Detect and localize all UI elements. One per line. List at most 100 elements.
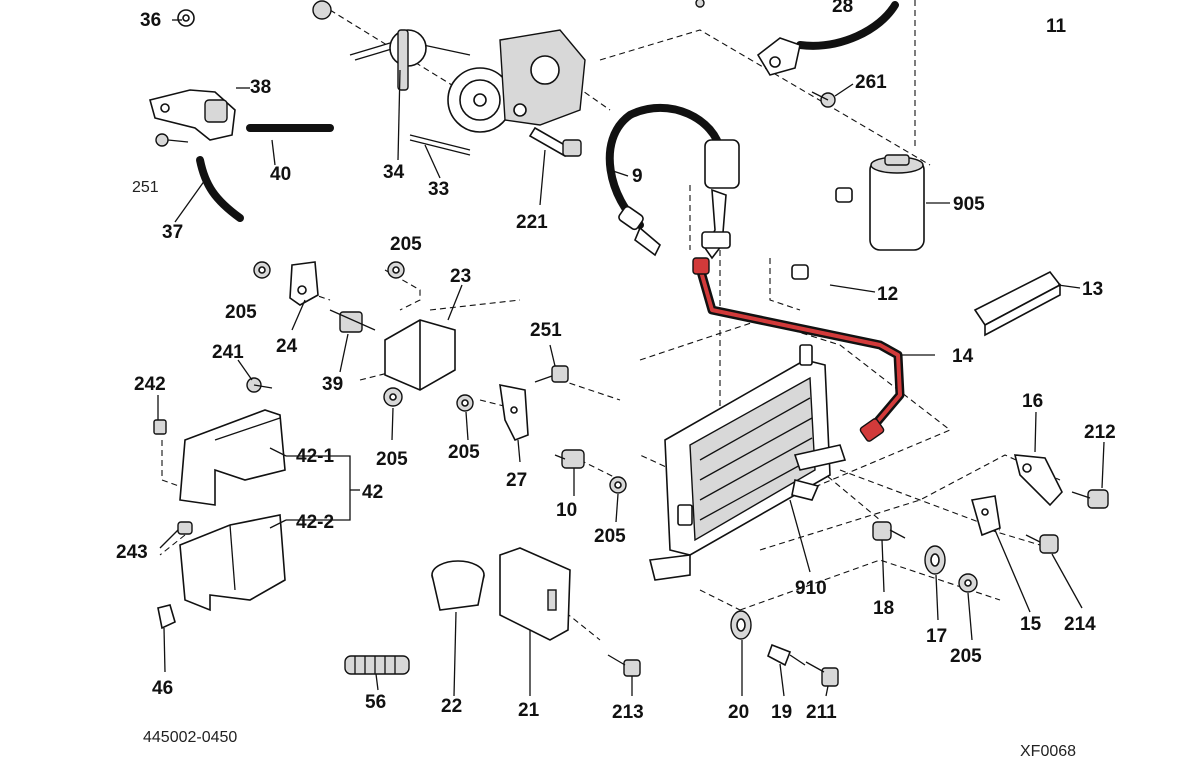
callout-21: 21: [518, 700, 540, 721]
callout-11: 11: [1046, 16, 1067, 37]
top-small-parts: [312, 0, 705, 20]
callout-205-e: 205: [594, 526, 626, 547]
callout-18: 18: [873, 598, 894, 619]
callout-13: 13: [1082, 279, 1103, 300]
callout-17: 17: [926, 626, 947, 647]
part-number-caption: 445002-0450: [143, 729, 237, 746]
callout-205-a: 205: [225, 302, 257, 323]
callout-42-1: 42-1: [296, 446, 334, 467]
callout-20: 20: [728, 702, 749, 723]
callout-33: 33: [428, 179, 449, 200]
nut-205-f: [958, 573, 978, 593]
callout-15: 15: [1020, 614, 1042, 635]
callout-36: 36: [140, 10, 161, 31]
bolt-212: [1071, 489, 1109, 509]
callout-28: 28: [832, 0, 853, 17]
callout-39: 39: [322, 374, 343, 395]
bolt-211: [805, 661, 839, 687]
pin-19: [767, 643, 806, 667]
dryer-fitting: [701, 139, 740, 260]
callout-34: 34: [383, 162, 405, 183]
callout-42-2: 42-2: [296, 512, 334, 533]
callout-205-b: 205: [390, 234, 422, 255]
hose-9: [605, 103, 724, 229]
condenser-910: [649, 344, 847, 581]
callout-14: 14: [952, 346, 974, 367]
compressor: [447, 29, 586, 133]
callout-labels: 36 38 40 251 37 34 33 221 9 28 261 11 90…: [116, 0, 1116, 723]
figure-code-caption: XF0068: [1020, 743, 1076, 760]
bracket-24: [289, 261, 319, 306]
bracket-27: [499, 383, 529, 442]
callout-42: 42: [362, 482, 383, 503]
callout-12: 12: [877, 284, 898, 305]
bushing-10: [554, 449, 585, 469]
callout-205-c: 205: [376, 449, 408, 470]
nut-205-c: [383, 387, 403, 407]
callout-37: 37: [162, 222, 183, 243]
shroud-42-2: [179, 514, 286, 612]
bracket-38: [149, 89, 236, 141]
callout-243: 243: [116, 542, 148, 563]
nut-205-e: [609, 476, 627, 494]
leader-lines: [157, 19, 1105, 697]
clip-243: [177, 521, 193, 535]
bracket-21: [499, 547, 571, 641]
spacer-56: [344, 655, 410, 675]
bolt-221: [528, 126, 582, 158]
callout-38: 38: [250, 77, 271, 98]
grommet-17: [924, 545, 946, 575]
callout-40: 40: [270, 164, 291, 185]
callout-214: 214: [1064, 614, 1096, 635]
callout-9: 9: [632, 166, 643, 187]
callout-251-mid: 251: [530, 320, 562, 341]
callout-205-d: 205: [448, 442, 480, 463]
callout-261: 261: [855, 72, 887, 93]
clamp-22: [431, 560, 485, 611]
nut-205-b: [387, 261, 405, 279]
nut-205-d: [456, 394, 474, 412]
callout-213: 213: [612, 702, 644, 723]
callout-10: 10: [556, 500, 577, 521]
callout-46: 46: [152, 678, 173, 699]
hose-37: [196, 156, 244, 222]
seal-13: [973, 270, 1062, 337]
callout-205-f: 205: [950, 646, 982, 667]
bolt-214: [1025, 534, 1059, 554]
callout-56: 56: [365, 692, 386, 713]
callout-221: 221: [516, 212, 548, 233]
bolt-251-left: [155, 133, 189, 147]
bolt-251-mid: [534, 365, 569, 383]
bolt-213: [607, 654, 641, 677]
grommet-20: [730, 610, 752, 640]
callout-211: 211: [806, 702, 837, 723]
idler-clip-36: [177, 9, 195, 27]
belt-34: [349, 29, 471, 91]
callout-16: 16: [1022, 391, 1043, 412]
bolt-241: [246, 377, 273, 393]
callout-241: 241: [212, 342, 244, 363]
callout-24: 24: [276, 336, 298, 357]
callout-910: 910: [795, 578, 827, 599]
bolt-261: [811, 91, 836, 108]
shroud-42-1: [179, 409, 286, 506]
bracket-16: [1013, 454, 1063, 507]
callout-27: 27: [506, 470, 527, 491]
bolt-242: [153, 419, 167, 435]
callout-19: 19: [771, 702, 792, 723]
belt-33: [409, 134, 471, 156]
callout-251-top: 251: [132, 179, 159, 196]
pipe-12: [791, 187, 853, 290]
callout-23: 23: [450, 266, 471, 287]
receiver-dryer-905: [869, 154, 925, 251]
callout-905: 905: [953, 194, 985, 215]
callout-22: 22: [441, 696, 462, 717]
hose-28: [756, 1, 899, 76]
clip-46: [157, 604, 176, 630]
callout-212: 212: [1084, 422, 1116, 443]
hose-9-fittings: [618, 205, 661, 257]
bracket-23: [384, 319, 456, 391]
callout-242: 242: [134, 374, 166, 395]
nut-205-a: [253, 261, 271, 279]
